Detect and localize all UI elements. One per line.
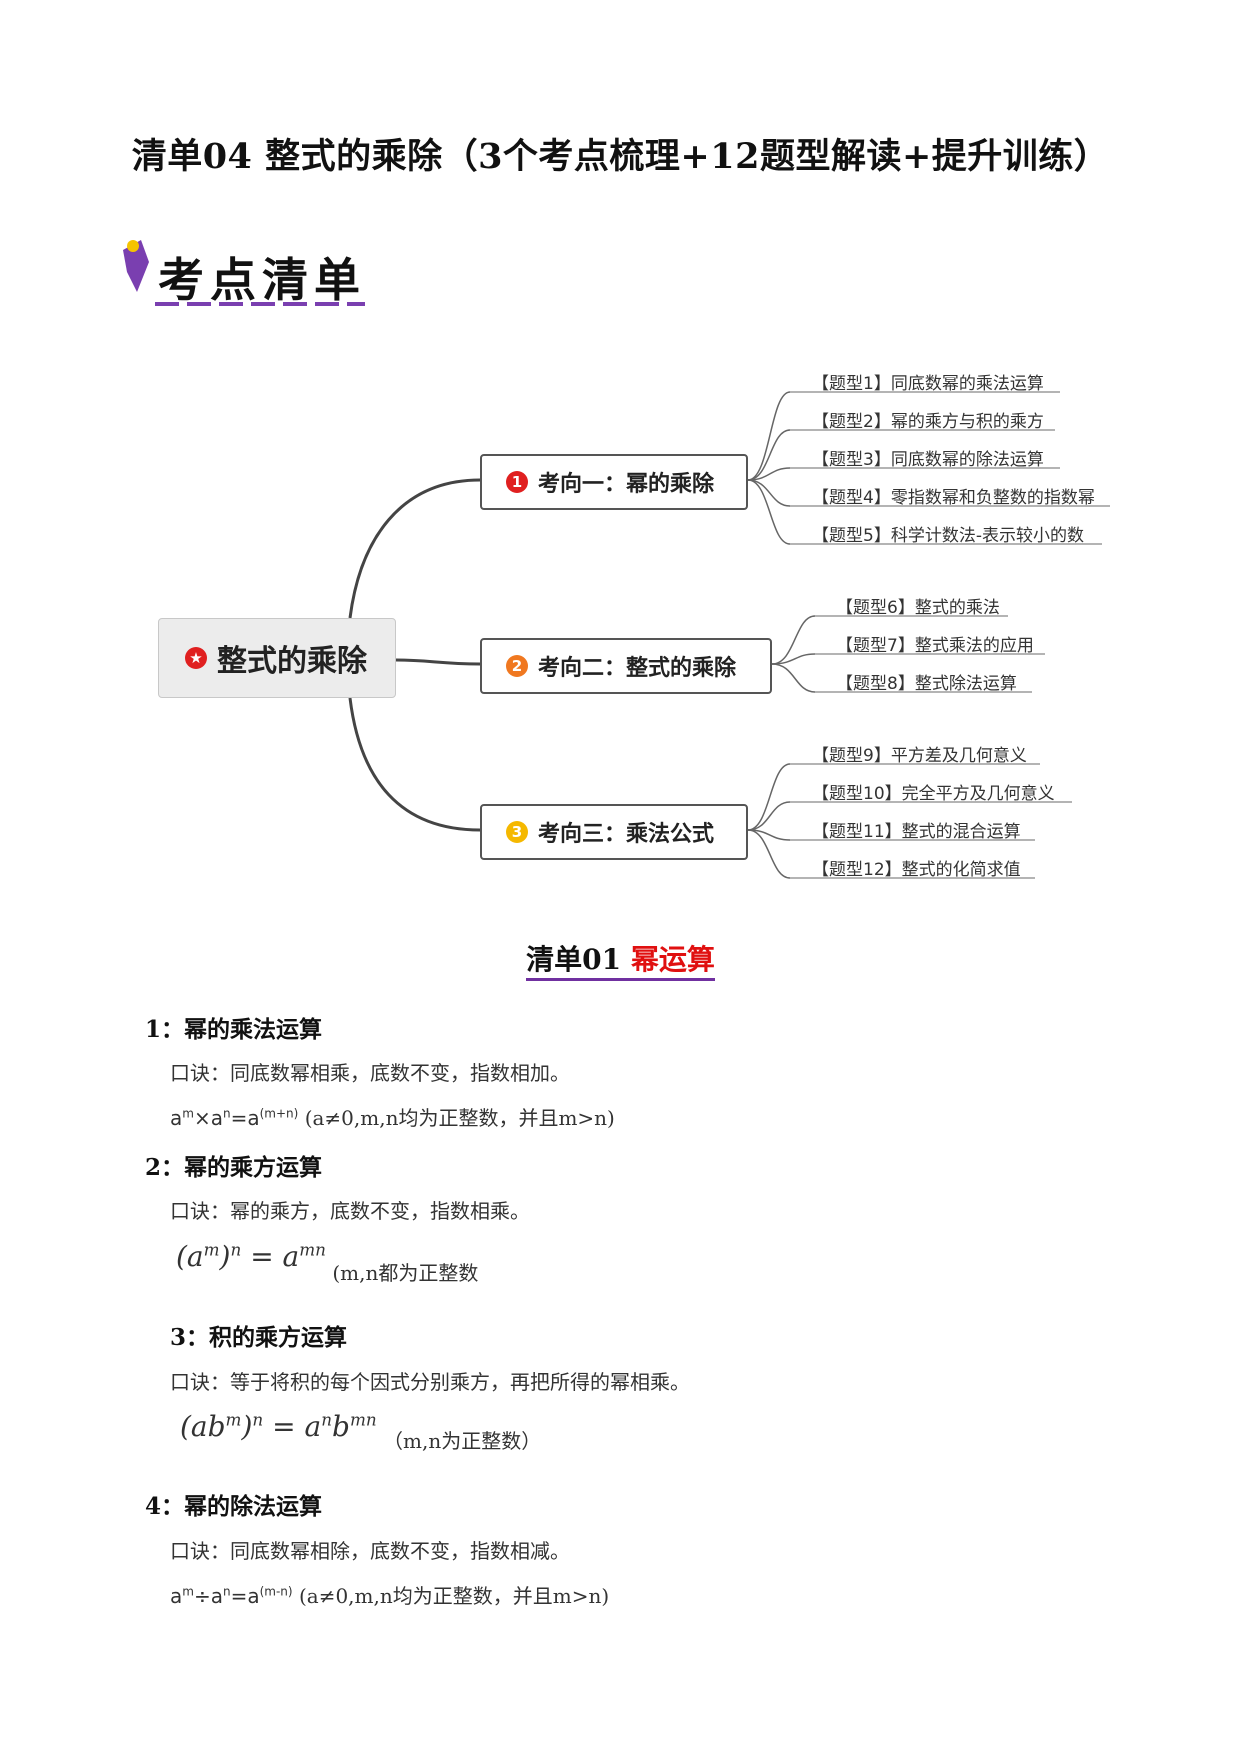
mindmap-leaf: 【题型12】整式的化简求值	[812, 860, 1021, 880]
mindmap-branch-1: 1 考向一：幂的乘除	[480, 454, 748, 510]
mindmap-leaf: 【题型9】平方差及几何意义	[812, 746, 1027, 766]
mindmap-leaf: 【题型8】整式除法运算	[836, 674, 1017, 694]
mindmap-leaf: 【题型5】科学计数法-表示较小的数	[812, 526, 1084, 546]
rule-mnemonic-1: 口诀：同底数幂相乘，底数不变，指数相加。	[170, 1061, 570, 1085]
mindmap-leaf: 【题型2】幂的乘方与积的乘方	[812, 412, 1044, 432]
rule-mnemonic-4: 口诀：同底数幂相除，底数不变，指数相减。	[170, 1539, 570, 1563]
rule-formula-2: (am)n = amn (m,n都为正整数	[176, 1240, 479, 1286]
mindmap-leaf: 【题型4】零指数幂和负整数的指数幂	[812, 488, 1095, 508]
mindmap-branch-3: 3 考向三：乘法公式	[480, 804, 748, 860]
section-heading: 清单01 幂运算	[0, 938, 1241, 981]
mindmap-leaf: 【题型3】同底数幂的除法运算	[812, 450, 1044, 470]
rule-heading-1: 1：幂的乘法运算	[145, 1016, 323, 1043]
page-title: 清单04 整式的乘除（3个考点梳理+12题型解读+提升训练）	[131, 136, 1110, 177]
rule-heading-2: 2：幂的乘方运算	[145, 1154, 323, 1181]
section-title: 幂运算	[630, 943, 715, 976]
mindmap-leaf: 【题型6】整式的乘法	[836, 598, 1000, 618]
number-badge-1: 1	[506, 471, 528, 493]
mindmap-leaf: 【题型1】同底数幂的乘法运算	[812, 374, 1044, 394]
formula-note: （m,n为正整数）	[383, 1429, 542, 1454]
formula-note: (a≠0,m,n均为正整数，并且m>n)	[304, 1106, 615, 1130]
mindmap-leaf: 【题型7】整式乘法的应用	[836, 636, 1034, 656]
logo-graphic	[123, 240, 365, 306]
section-prefix: 清单01	[526, 943, 622, 976]
mindmap-connectors	[348, 391, 1110, 879]
rule-heading-4: 4：幂的除法运算	[145, 1493, 323, 1520]
branch-label: 考向三：乘法公式	[538, 822, 715, 847]
mindmap-root: ★ 整式的乘除	[158, 618, 396, 698]
rule-formula-1: am×an=a(m+n) (a≠0,m,n均为正整数，并且m>n)	[170, 1106, 615, 1130]
mindmap-leaf: 【题型11】整式的混合运算	[812, 822, 1021, 842]
number-badge-3: 3	[506, 821, 528, 843]
rule-mnemonic-2: 口诀：幂的乘方，底数不变，指数相乘。	[170, 1199, 530, 1223]
formula-note: (a≠0,m,n均为正整数，并且m>n)	[298, 1584, 610, 1608]
rule-formula-4: am÷an=a(m-n) (a≠0,m,n均为正整数，并且m>n)	[170, 1584, 610, 1608]
logo-text: 考点清单	[158, 253, 366, 307]
mindmap-root-label: 整式的乘除	[217, 644, 367, 679]
rule-formula-3: (abm)n = anbmn （m,n为正整数）	[180, 1410, 542, 1454]
rule-mnemonic-3: 口诀：等于将积的每个因式分别乘方，再把所得的幂相乘。	[170, 1370, 690, 1394]
rule-heading-3: 3：积的乘方运算	[170, 1324, 348, 1351]
number-badge-2: 2	[506, 655, 528, 677]
branch-label: 考向二：整式的乘除	[538, 656, 737, 681]
branch-label: 考向一：幂的乘除	[538, 472, 715, 497]
star-icon: ★	[185, 647, 207, 669]
formula-note: (m,n都为正整数	[332, 1261, 479, 1286]
mindmap-branch-2: 2 考向二：整式的乘除	[480, 638, 772, 694]
mindmap-leaf: 【题型10】完全平方及几何意义	[812, 784, 1055, 804]
